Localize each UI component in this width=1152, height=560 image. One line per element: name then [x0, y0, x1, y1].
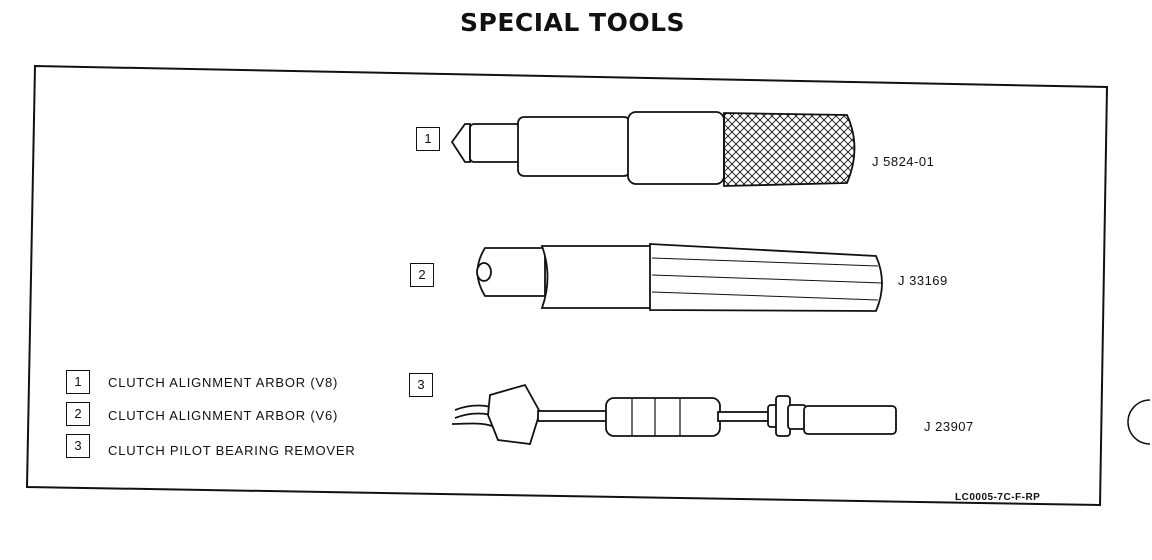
figure-code: LC0005-7C-F-RP — [955, 492, 1041, 503]
tool-1-part-number: J 5824-01 — [872, 154, 935, 169]
legend-1-number-box: 1 — [66, 370, 90, 394]
tool-3-number-box: 3 — [409, 373, 433, 397]
tool-3-drawing — [451, 383, 897, 445]
figure-frame — [25, 64, 1109, 507]
tool-2-number-box: 2 — [410, 263, 434, 287]
legend-2-text: CLUTCH ALIGNMENT ARBOR (V6) — [108, 408, 339, 423]
legend-3-number-box: 3 — [66, 434, 90, 458]
legend-3-text: CLUTCH PILOT BEARING REMOVER — [108, 443, 356, 458]
legend-1-text: CLUTCH ALIGNMENT ARBOR (V8) — [108, 375, 339, 390]
page-title: SPECIAL TOOLS — [459, 8, 686, 37]
tool-1-drawing — [450, 111, 856, 187]
tool-2-part-number: J 33169 — [898, 273, 948, 288]
tool-2-drawing — [476, 243, 884, 312]
legend-2-number-box: 2 — [66, 402, 90, 426]
page-edge-mark — [1127, 399, 1151, 445]
tool-1-number-box: 1 — [416, 127, 440, 151]
tool-3-part-number: J 23907 — [924, 419, 974, 434]
